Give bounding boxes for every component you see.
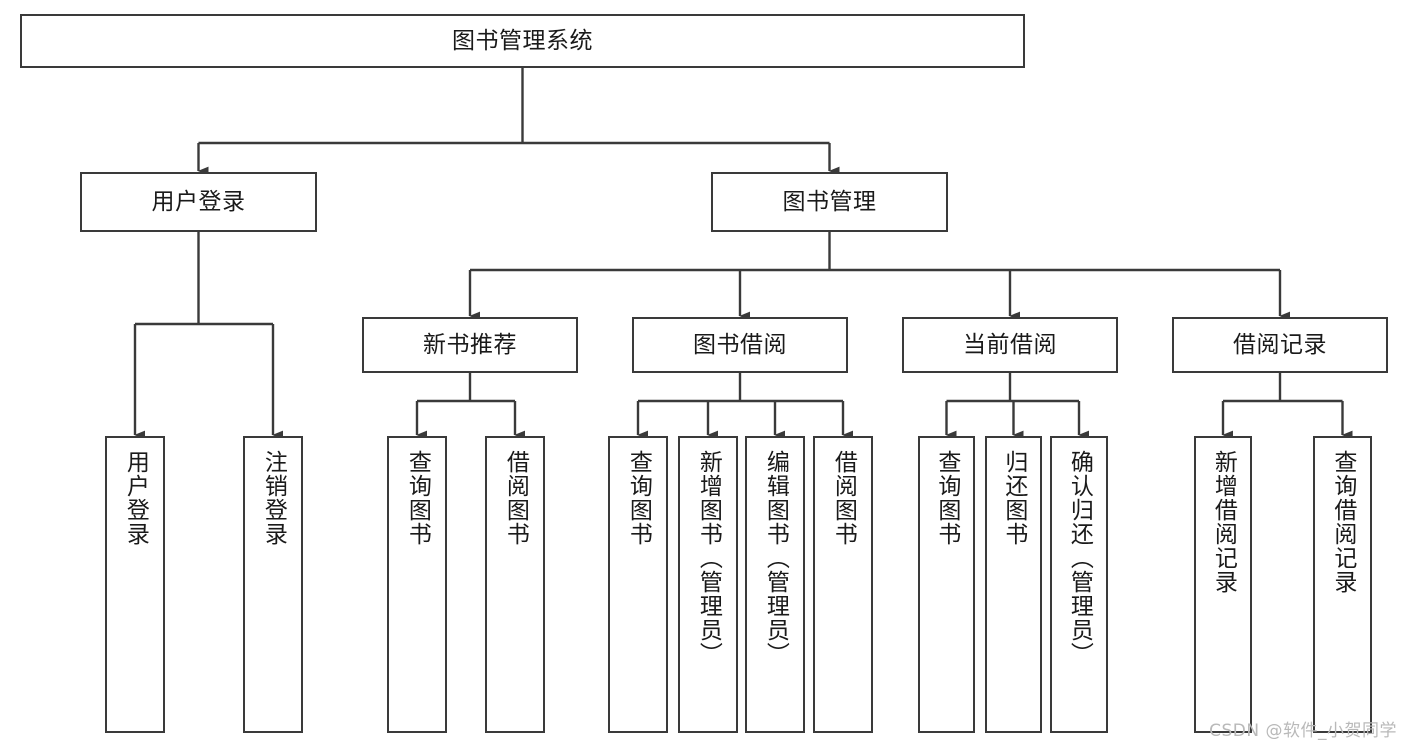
node-label: 用户登录 (151, 188, 246, 215)
node-label: 归还图书 (1000, 450, 1027, 546)
node-leaf-confirm-return[interactable]: 确认归还（管理员） (1050, 436, 1108, 733)
node-label: 新增图书（管理员） (695, 450, 722, 666)
node-label: 新增借阅记录 (1210, 450, 1237, 594)
node-leaf-add-borrow-record[interactable]: 新增借阅记录 (1194, 436, 1252, 733)
node-label: 编辑图书（管理员） (762, 450, 789, 666)
node-leaf-query-book-1[interactable]: 查询图书 (387, 436, 447, 733)
node-leaf-query-book-2[interactable]: 查询图书 (608, 436, 668, 733)
watermark: CSDN @软件_小贺同学 (1209, 721, 1397, 741)
node-label: 借阅记录 (1233, 331, 1327, 358)
node-label: 注销登录 (260, 450, 287, 546)
node-leaf-add-book[interactable]: 新增图书（管理员） (678, 436, 738, 733)
node-leaf-return-book[interactable]: 归还图书 (985, 436, 1042, 733)
node-label: 图书借阅 (693, 331, 787, 358)
node-user-login[interactable]: 用户登录 (80, 172, 317, 232)
node-leaf-borrow-book-2[interactable]: 借阅图书 (813, 436, 873, 733)
node-label: 当前借阅 (963, 331, 1057, 358)
node-label: 图书管理系统 (452, 27, 593, 54)
node-book-manage[interactable]: 图书管理 (711, 172, 948, 232)
node-leaf-borrow-book-1[interactable]: 借阅图书 (485, 436, 545, 733)
node-label: 借阅图书 (830, 450, 857, 546)
node-label: 确认归还（管理员） (1066, 450, 1093, 666)
node-label: 用户登录 (122, 450, 149, 546)
node-label: 图书管理 (782, 188, 877, 215)
node-leaf-user-login[interactable]: 用户登录 (105, 436, 165, 733)
node-label: 查询图书 (404, 450, 431, 546)
node-root[interactable]: 图书管理系统 (20, 14, 1025, 68)
node-label: 查询图书 (933, 450, 960, 546)
node-book-borrow[interactable]: 图书借阅 (632, 317, 848, 373)
node-leaf-logout[interactable]: 注销登录 (243, 436, 303, 733)
node-borrow-record[interactable]: 借阅记录 (1172, 317, 1388, 373)
node-leaf-query-borrow-record[interactable]: 查询借阅记录 (1313, 436, 1372, 733)
node-label: 借阅图书 (502, 450, 529, 546)
node-label: 查询借阅记录 (1329, 450, 1356, 594)
node-leaf-edit-book[interactable]: 编辑图书（管理员） (745, 436, 805, 733)
node-leaf-query-book-3[interactable]: 查询图书 (918, 436, 975, 733)
node-current-borrow[interactable]: 当前借阅 (902, 317, 1118, 373)
node-new-book-recommend[interactable]: 新书推荐 (362, 317, 578, 373)
node-label: 查询图书 (625, 450, 652, 546)
node-label: 新书推荐 (423, 331, 517, 358)
